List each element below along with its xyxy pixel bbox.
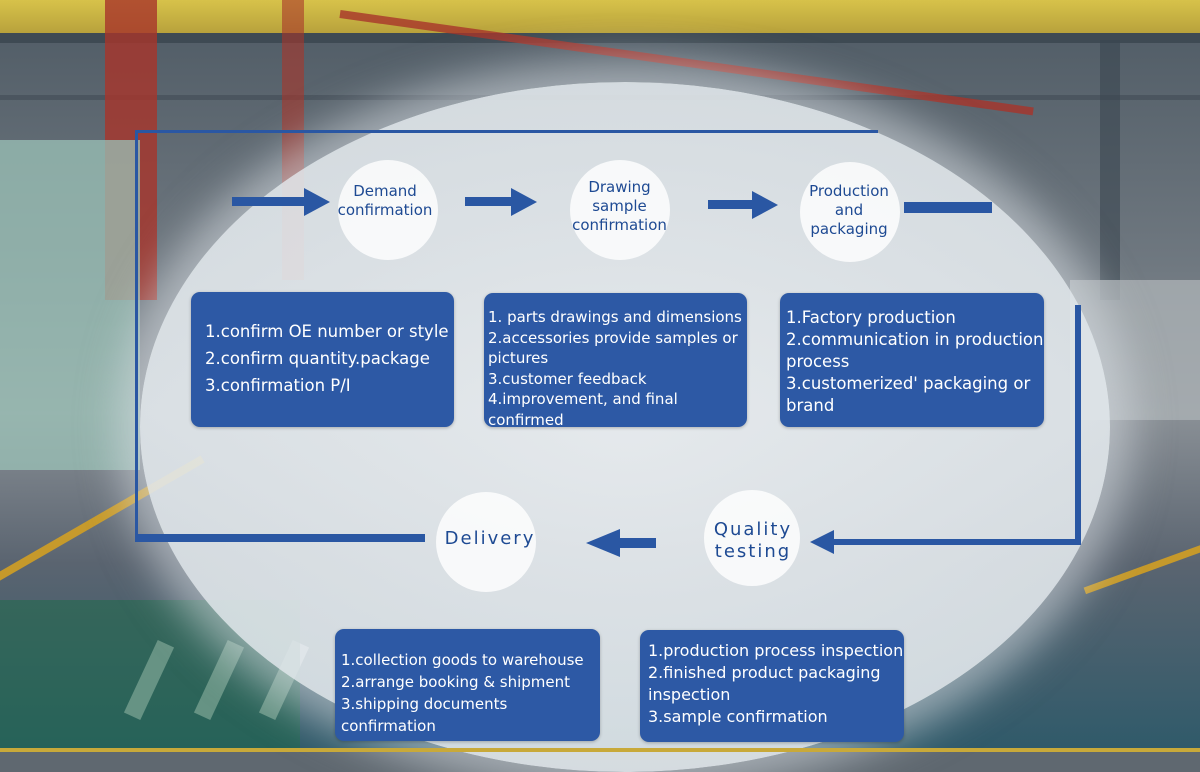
bottom-band xyxy=(0,748,1200,752)
arrow-right-icon xyxy=(752,191,778,219)
production-step-3: 3.customerized' packaging or brand xyxy=(786,373,1044,417)
demand-step-3: 3.confirmation P/I xyxy=(205,372,454,399)
demand-details-box: 1.confirm OE number or style 2.confirm q… xyxy=(191,292,454,427)
drawing-step-1: 1. parts drawings and dimensions xyxy=(488,307,747,328)
arrow-shaft xyxy=(904,202,992,213)
ceiling-beam xyxy=(0,33,1200,43)
demand-step-2: 2.confirm quantity.package xyxy=(205,345,454,372)
pillar xyxy=(1100,40,1120,300)
production-step-1: 1.Factory production xyxy=(786,307,1044,329)
delivery-step-1: 1.collection goods to warehouse xyxy=(341,649,600,671)
quality-details-box: 1.production process inspection 2.finish… xyxy=(640,630,904,742)
connector-delivery-left xyxy=(135,534,425,542)
stage-production-label: Production and packaging xyxy=(798,182,900,239)
delivery-step-3: 3.shipping documents confirmation xyxy=(341,693,600,737)
stage-quality-label: Quality testing xyxy=(700,519,806,563)
delivery-step-2: 2.arrange booking & shipment xyxy=(341,671,600,693)
quality-step-2: 2.finished product packaging inspection xyxy=(648,662,904,706)
top-band xyxy=(0,0,1200,33)
arrow-shaft xyxy=(232,197,304,206)
arrow-shaft xyxy=(620,538,656,548)
machine-cabinet xyxy=(0,140,140,470)
demand-step-1: 1.confirm OE number or style xyxy=(205,318,454,345)
drawing-step-2: 2.accessories provide samples or picture… xyxy=(488,328,747,369)
delivery-details-box: 1.collection goods to warehouse 2.arrang… xyxy=(335,629,600,741)
drawing-details-box: 1. parts drawings and dimensions 2.acces… xyxy=(484,293,747,427)
arrow-right-icon xyxy=(511,188,537,216)
floor-line xyxy=(1084,533,1200,594)
drawing-step-4: 4.improvement, and final confirmed xyxy=(488,389,747,430)
arrow-shaft xyxy=(708,200,752,209)
arrow-left-icon xyxy=(586,529,620,557)
stage-delivery-label: Delivery xyxy=(440,528,540,550)
connector-right xyxy=(1075,305,1081,545)
connector-top xyxy=(135,130,878,133)
connector-left xyxy=(135,130,138,542)
quality-step-3: 3.sample confirmation xyxy=(648,706,904,728)
connector-quality-right xyxy=(830,539,1081,545)
arrow-left-icon xyxy=(810,530,834,554)
production-details-box: 1.Factory production 2.communication in … xyxy=(780,293,1044,427)
stage-demand-label: Demand confirmation xyxy=(320,182,450,220)
arrow-shaft xyxy=(465,197,511,206)
stage-drawing-label: Drawing sample confirmation xyxy=(562,178,677,235)
drawing-step-3: 3.customer feedback xyxy=(488,369,747,390)
quality-step-1: 1.production process inspection xyxy=(648,640,904,662)
production-step-2: 2.communication in production process xyxy=(786,329,1044,373)
